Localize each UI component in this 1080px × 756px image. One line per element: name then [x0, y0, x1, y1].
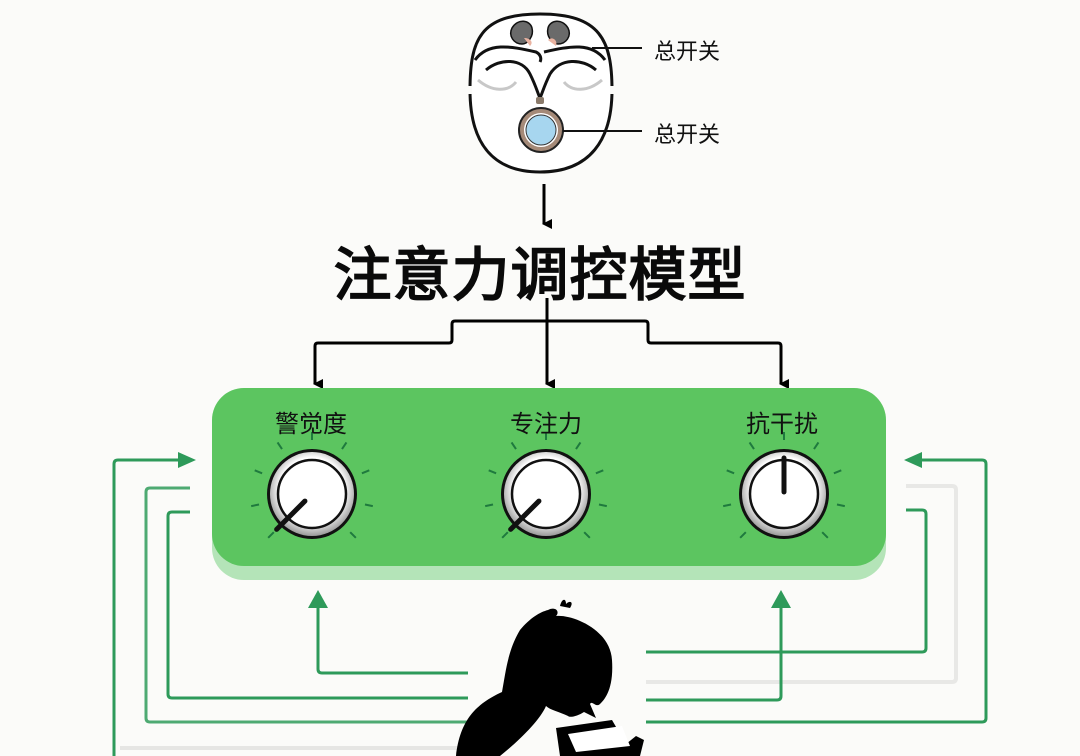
- knob-tick: [583, 531, 591, 539]
- knob-tick: [813, 441, 820, 450]
- page-title: 注意力调控模型: [333, 241, 747, 309]
- head-icon: [468, 12, 614, 174]
- knob-tick: [501, 531, 509, 539]
- knob-tick: [484, 503, 494, 508]
- feedback-arrows-right: [646, 452, 988, 724]
- knob-tick: [821, 531, 829, 539]
- knob-tick: [341, 441, 348, 450]
- knob-tick: [739, 531, 747, 539]
- knob-tick: [267, 531, 275, 539]
- child-reading-silhouette-icon: [456, 599, 644, 756]
- knob-tick: [254, 469, 263, 475]
- knob-tick: [349, 531, 357, 539]
- knob-tick: [836, 503, 846, 508]
- branch-arrows: [313, 298, 789, 389]
- knob-anti-distraction[interactable]: [722, 432, 846, 539]
- knob-label-focus: 专注力: [510, 410, 582, 438]
- knob-tick: [250, 503, 260, 508]
- mouth-switch-icon: [518, 107, 564, 153]
- nostril-left-icon: [510, 20, 534, 46]
- label-master-switch-nose: 总开关: [654, 40, 721, 65]
- knob-tick: [748, 441, 755, 450]
- knob-tick: [595, 469, 604, 475]
- knob-tick: [276, 441, 283, 450]
- knob-pointer: [508, 498, 542, 532]
- label-master-switch-mouth: 总开关: [654, 123, 721, 148]
- knob-tick: [488, 469, 497, 475]
- knob-tick: [722, 503, 732, 508]
- knob-tick: [575, 441, 582, 450]
- knob-tick: [510, 441, 517, 450]
- knob-tick: [361, 469, 370, 475]
- knob-alertness[interactable]: [250, 432, 374, 539]
- knob-tick: [833, 469, 842, 475]
- nostril-right-icon: [546, 20, 570, 46]
- knob-tick: [364, 503, 374, 508]
- knob-label-alertness: 警觉度: [275, 410, 347, 438]
- knob-label-anti-distraction: 抗干扰: [746, 410, 818, 438]
- knob-pointer: [274, 498, 308, 532]
- knob-focus[interactable]: [484, 432, 608, 539]
- feedback-arrows-left: [112, 452, 468, 756]
- knob-tick: [598, 503, 608, 508]
- knob-tick: [726, 469, 735, 475]
